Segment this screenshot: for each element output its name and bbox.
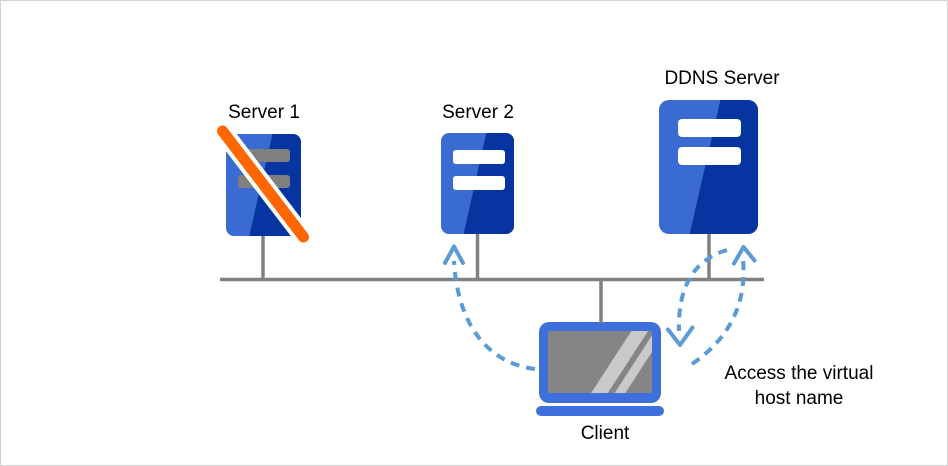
arrowhead-up-icon xyxy=(732,245,757,266)
ddns-server-slot-bar xyxy=(678,119,741,137)
access-note: Access the virtual host name xyxy=(725,361,874,411)
server2-slot-bar xyxy=(453,176,505,190)
client-to-ddns-arc xyxy=(690,258,746,366)
server2-label: Server 2 xyxy=(442,102,514,123)
client-label: Client xyxy=(580,423,630,444)
ddns-server-icon xyxy=(659,100,758,234)
arrowhead-up-icon xyxy=(443,244,465,265)
server1-icon xyxy=(226,134,301,236)
server2-slot-bar xyxy=(453,150,505,164)
laptop-base xyxy=(536,406,664,416)
server1-label: Server 1 xyxy=(228,102,300,123)
laptop-screen xyxy=(548,331,652,393)
server1-slot-bar xyxy=(238,149,290,162)
access-note-line2: host name xyxy=(754,388,844,409)
access-note-line1: Access the virtual xyxy=(724,363,874,384)
ddns-server-slot-bar xyxy=(678,147,741,165)
ddns-server-label: DDNS Server xyxy=(664,68,780,89)
laptop-icon xyxy=(539,322,661,403)
arrowhead-down-icon xyxy=(666,325,695,347)
client-to-server2-arrow xyxy=(452,260,536,371)
server1-slot-bar xyxy=(238,175,290,188)
ddns-to-client-arc xyxy=(676,248,728,332)
server2-icon xyxy=(441,133,514,234)
